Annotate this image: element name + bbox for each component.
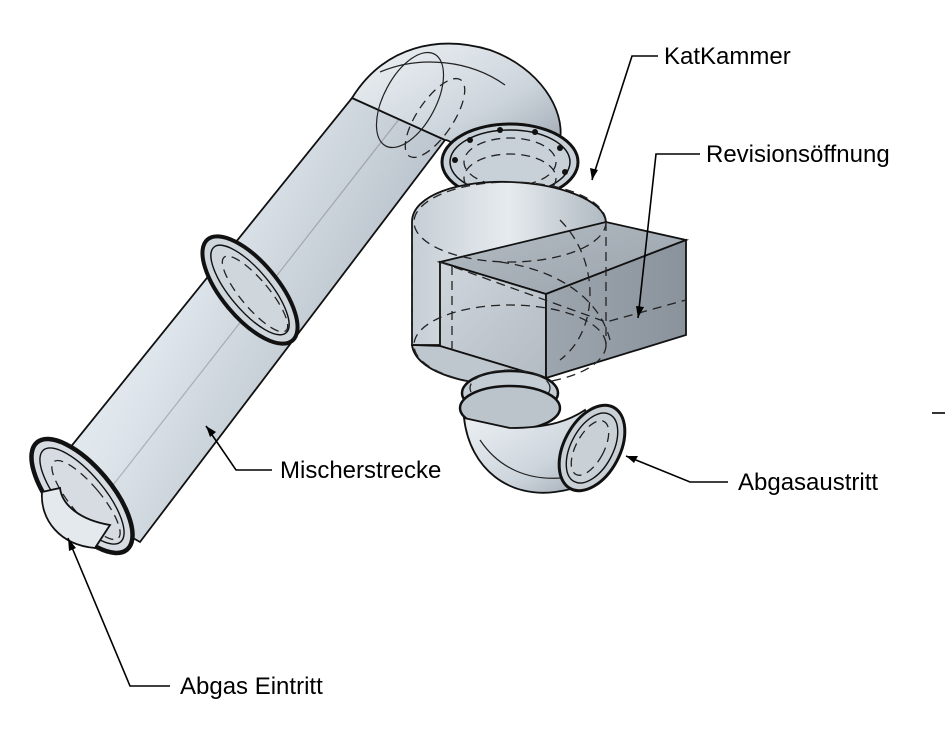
leader-abgas-eintritt	[67, 537, 170, 687]
leader-mischer	[205, 425, 272, 471]
inlet-flange	[29, 436, 135, 556]
label-katkammer: KatKammer	[664, 43, 791, 70]
leader-revision	[636, 153, 700, 319]
outlet-elbow	[458, 369, 627, 494]
top-flange	[440, 122, 580, 203]
leader-katkammer	[590, 55, 658, 181]
label-mischerstrecke: Mischerstrecke	[280, 457, 441, 484]
middle-flange	[200, 234, 300, 346]
leader-abgasaustritt	[625, 455, 728, 483]
label-abgasaustritt: Abgasaustritt	[738, 469, 878, 496]
cat-chamber	[410, 180, 690, 386]
label-revisionsoeffnung: Revisionsöffnung	[706, 141, 890, 168]
label-abgas-eintritt: Abgas Eintritt	[180, 673, 323, 700]
